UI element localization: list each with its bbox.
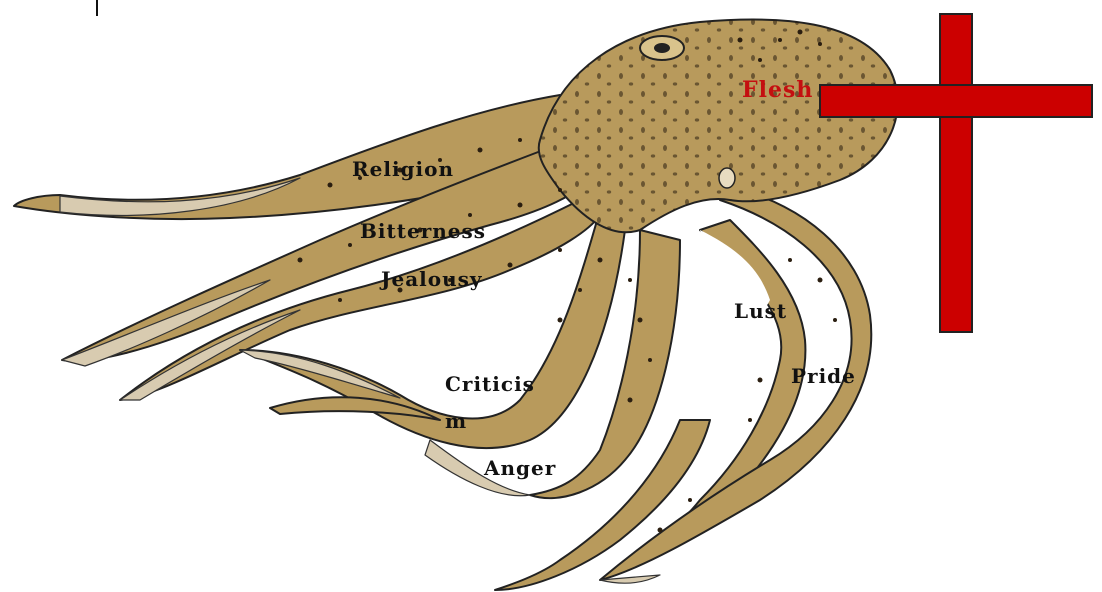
label-religion: Religion [352,159,454,179]
label-criticism-line1: Criticis [445,374,535,394]
siphon [719,168,735,188]
label-criticism-line2: m [445,411,467,431]
label-pride: Pride [791,366,856,386]
label-flesh: Flesh [742,79,813,101]
label-lust: Lust [734,301,787,321]
label-bitterness: Bitterness [360,221,486,241]
octopus-head [539,19,898,232]
label-jealousy: Jealousy [381,269,483,289]
label-anger: Anger [484,458,556,478]
